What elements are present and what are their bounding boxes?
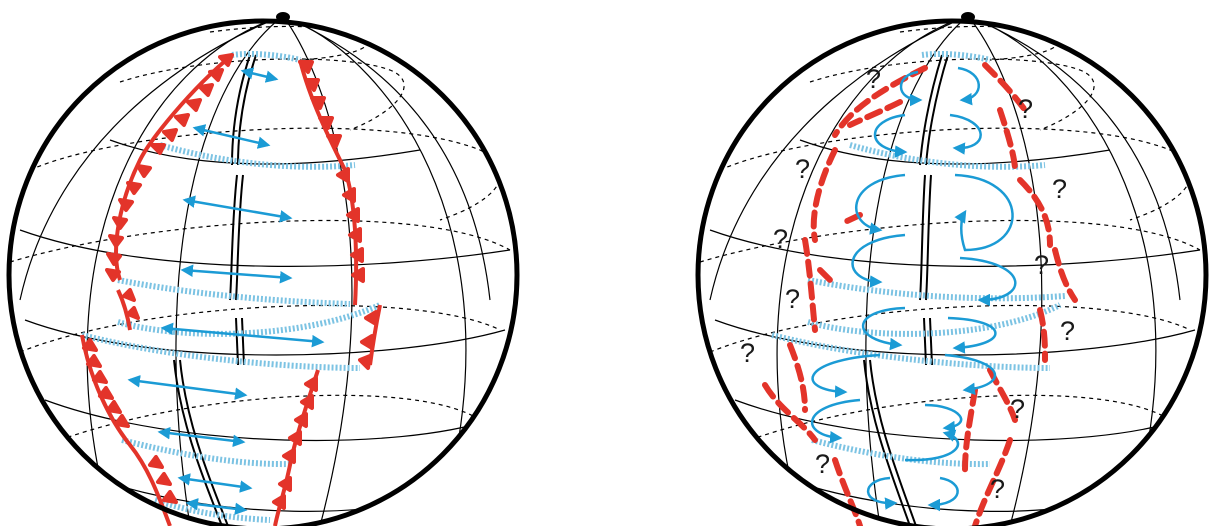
question-mark: ? [815, 449, 830, 479]
loop-arrow [868, 478, 895, 503]
loop-arrow [925, 405, 961, 428]
north-pole-dot [961, 12, 975, 22]
loop-arrow [812, 400, 860, 438]
question-mark: ? [1052, 174, 1067, 204]
question-mark: ? [990, 474, 1005, 504]
convection-arrows [812, 68, 1015, 505]
north-pole-dot [276, 12, 290, 22]
question-mark: ? [795, 154, 810, 184]
loop-arrow [955, 175, 1013, 250]
left-globe-outline [9, 21, 517, 526]
spreading-arrow [180, 478, 250, 488]
question-mark: ? [866, 64, 881, 94]
question-mark: ? [740, 338, 755, 368]
spreading-arrow [243, 71, 276, 79]
loop-arrow [856, 175, 905, 230]
spreading-arrow [185, 200, 290, 218]
question-mark: ? [773, 224, 788, 254]
spreading-arrow [130, 380, 245, 395]
right-globe: ? ? ? ? ? ? ? ? ? ? ? ? [698, 12, 1206, 526]
spreading-arrow [188, 503, 245, 510]
loop-arrow [960, 258, 1015, 300]
question-mark: ? [1034, 250, 1049, 280]
question-mark: ? [1060, 316, 1075, 346]
right-globe-outline [698, 21, 1206, 526]
loop-arrow [930, 478, 958, 505]
left-globe [9, 12, 517, 526]
loop-arrow [905, 433, 958, 460]
question-marks: ? ? ? ? ? ? ? ? ? ? ? ? [740, 64, 1075, 504]
question-mark: ? [1018, 94, 1033, 124]
loop-arrow [950, 115, 981, 148]
question-mark: ? [1010, 394, 1025, 424]
loop-arrow [958, 68, 979, 100]
loop-arrow [853, 235, 905, 282]
question-mark: ? [785, 284, 800, 314]
loop-arrow [945, 355, 995, 390]
